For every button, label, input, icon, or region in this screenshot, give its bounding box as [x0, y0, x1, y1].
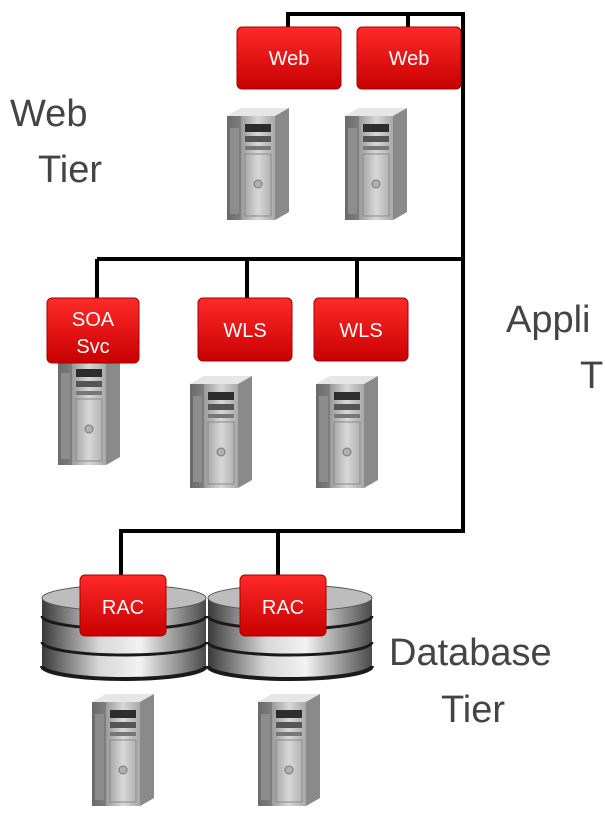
soa-server-icon	[57, 352, 121, 466]
wls-server-1-icon	[189, 375, 253, 489]
web-server-2-icon	[344, 107, 408, 221]
web-node-2-box	[356, 26, 462, 90]
node-boxes	[46, 26, 462, 637]
rac-node-2-box	[239, 574, 327, 637]
rac-node-1-box	[79, 574, 167, 637]
wls-node-2-box	[313, 297, 409, 362]
database-tier-label-line1: Database	[389, 632, 552, 674]
application-tier-label-line2: T	[580, 355, 604, 397]
web-tier-label-line1: Web	[10, 93, 88, 135]
web-node-1-box	[236, 26, 342, 90]
web-tier-label-line2: Tier	[38, 149, 103, 191]
wls-node-1-box	[197, 297, 293, 362]
db-server-1-icon	[91, 693, 155, 807]
connection-lines	[95, 12, 465, 575]
application-tier-label-line1: Appli	[506, 299, 591, 341]
db-server-2-icon	[257, 693, 321, 807]
web-server-1-icon	[226, 107, 290, 221]
soa-node-box	[46, 297, 140, 364]
wls-server-2-icon	[315, 375, 379, 489]
database-tier-label-line2: Tier	[441, 689, 506, 731]
